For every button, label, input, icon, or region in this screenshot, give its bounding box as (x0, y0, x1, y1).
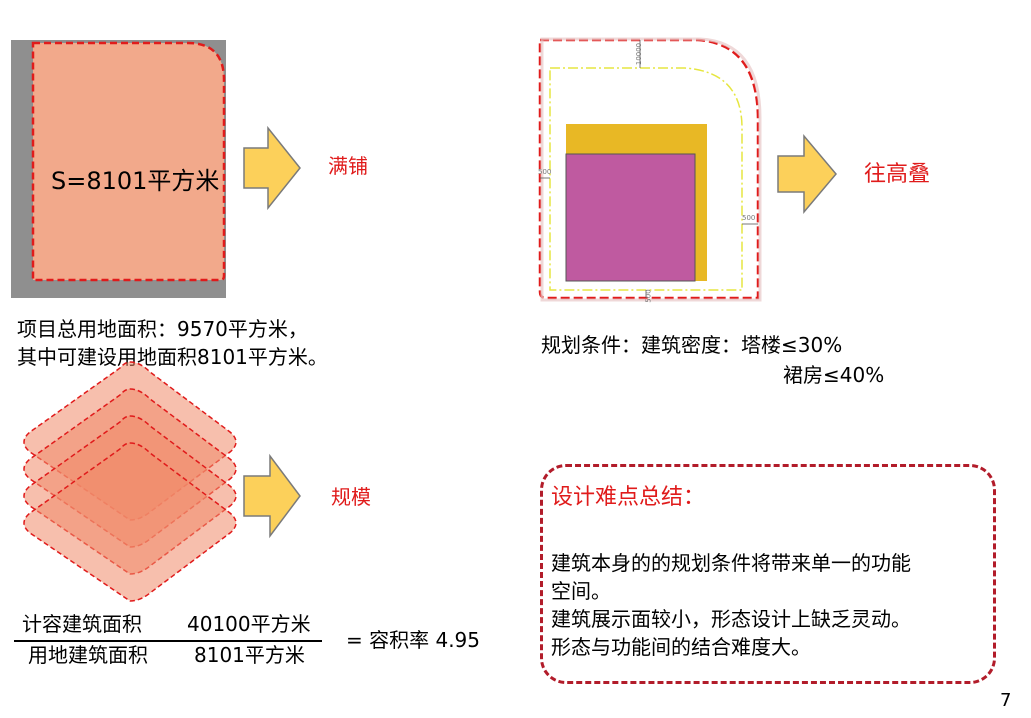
fraction-numerator-value: 40100平方米 (187, 612, 311, 636)
plan-conditions-line1: 规划条件：建筑密度：塔楼≤30% (541, 333, 843, 357)
stacked-floors-diagram (23, 361, 237, 602)
dim-bottom: 500 (644, 289, 653, 303)
fraction-bar (14, 640, 322, 642)
dim-top: 10000 (635, 42, 644, 66)
dim-right: 500 (742, 214, 756, 222)
full-coverage-label: 满铺 (328, 154, 368, 178)
fraction-numerator-label: 计容建筑面积 (22, 612, 142, 636)
plan-conditions-line2: 裙房≤40% (783, 363, 885, 387)
stack-up-label: 往高叠 (864, 162, 931, 187)
arrow-right-icon (243, 125, 301, 211)
page-number: 7 (1000, 690, 1012, 711)
scale-label: 规模 (331, 485, 371, 509)
summary-line4: 形态与功能间的结合难度大。 (551, 635, 811, 659)
summary-box (540, 464, 996, 684)
summary-title: 设计难点总结： (551, 485, 706, 510)
arrow-right-icon (243, 453, 301, 539)
arrow-right-icon (777, 133, 837, 215)
fraction-denominator-label: 用地建筑面积 (28, 643, 148, 667)
summary-line3: 建筑展示面较小，形态设计上缺乏灵动。 (551, 607, 911, 631)
site-plot-shape (11, 40, 226, 298)
site-buildable-area (31, 41, 226, 282)
floor-layer (23, 442, 237, 602)
fraction-denominator-value: 8101平方米 (194, 643, 305, 667)
summary-line2: 空间。 (551, 579, 611, 603)
dim-left: 500 (538, 168, 552, 176)
setback-line (549, 67, 743, 291)
summary-line1: 建筑本身的的规划条件将带来单一的功能 (551, 551, 911, 575)
site-desc-line2: 其中可建设用地面积8101平方米。 (17, 345, 328, 369)
planning-plan-drawing (538, 37, 762, 302)
site-area-label: S=8101平方米 (51, 167, 220, 195)
tower-block (565, 153, 696, 282)
plot-ratio-result: = 容积率 4.95 (346, 628, 481, 652)
site-desc-line1: 项目总用地面积：9570平方米， (17, 317, 308, 341)
